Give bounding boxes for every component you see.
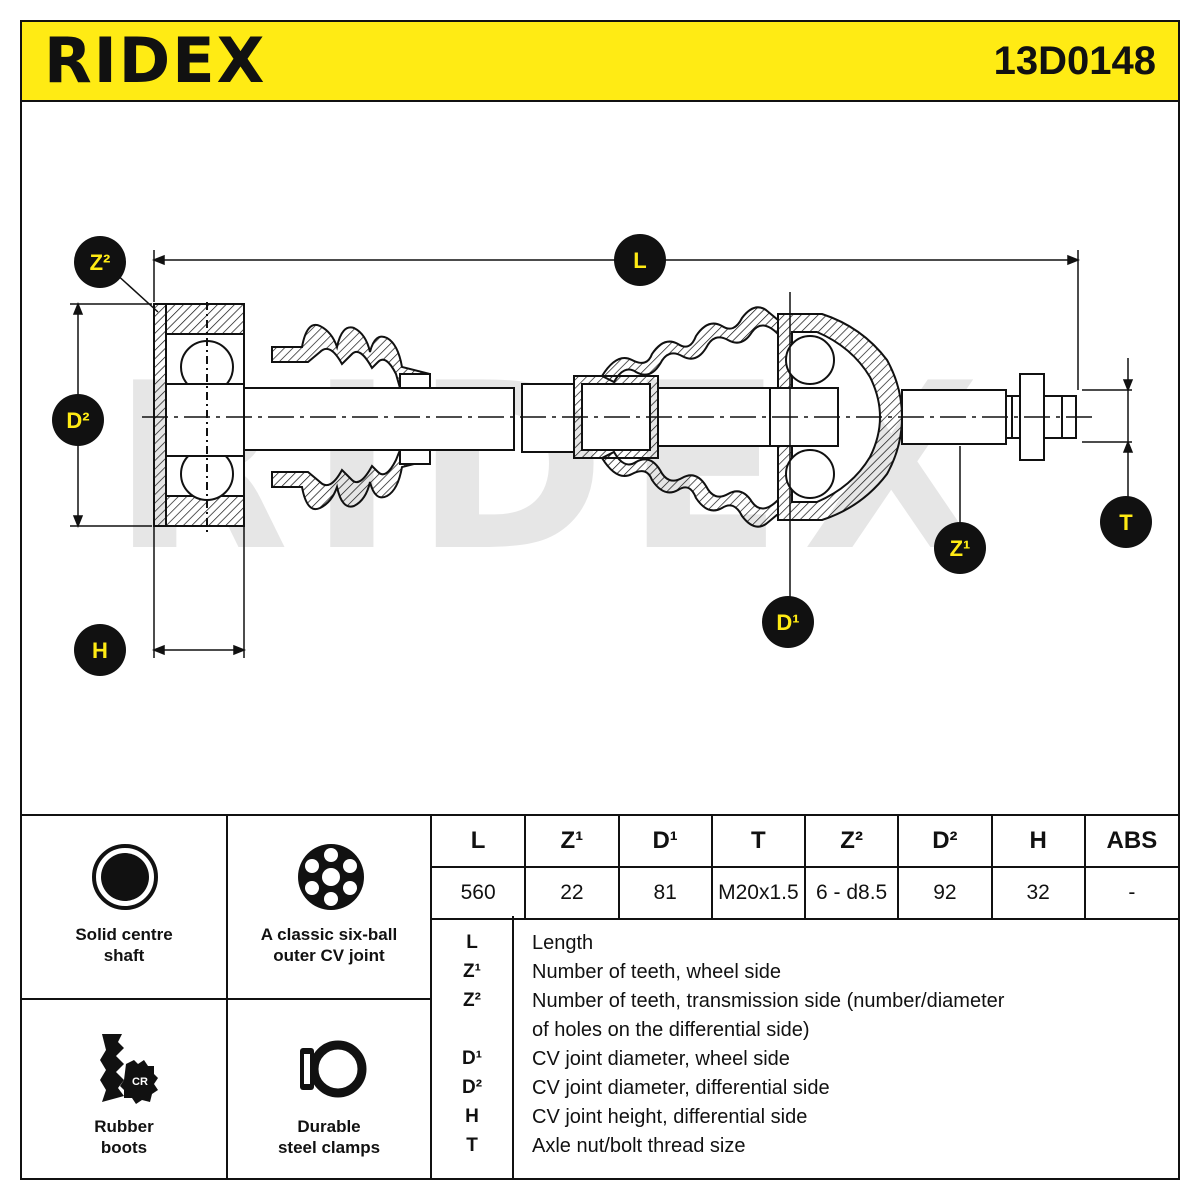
drive-shaft-diagram: RIDEX bbox=[52, 234, 1152, 676]
feature-label-2: boots bbox=[100, 1138, 148, 1157]
legend-key: T bbox=[466, 1135, 478, 1156]
spec-value: 32 bbox=[991, 867, 1086, 920]
feature-six-ball-joint: A classic six-ball outer CV joint bbox=[228, 816, 432, 1000]
product-sheet: RIDEX 13D0148 RIDEX bbox=[20, 20, 1180, 1180]
spec-header: T bbox=[711, 816, 807, 868]
callout-Z1: Z¹ bbox=[934, 522, 986, 574]
callout-L: L bbox=[614, 234, 666, 286]
callout-D2: D² bbox=[52, 394, 104, 446]
callout-D1: D¹ bbox=[762, 596, 814, 648]
legend-key-column bbox=[432, 916, 514, 1180]
outer-cv-joint bbox=[769, 292, 904, 614]
spec-header: D² bbox=[898, 816, 993, 868]
spec-value: M20x1.5 bbox=[711, 867, 807, 920]
legend-text: Length bbox=[532, 932, 594, 954]
legend: L Length Z¹ Number of teeth, wheel side … bbox=[432, 916, 1178, 1180]
feature-label-2: outer CV joint bbox=[273, 946, 385, 965]
spec-value: - bbox=[1084, 867, 1178, 920]
feature-label-1: Durable bbox=[297, 1117, 361, 1136]
cr-badge: CR bbox=[132, 1076, 148, 1088]
callout-H: H bbox=[74, 624, 126, 676]
part-number: 13D0148 bbox=[993, 39, 1156, 83]
inner-rubber-boot bbox=[271, 324, 431, 510]
callout-L-label: L bbox=[633, 248, 646, 273]
legend-text: of holes on the differential side) bbox=[532, 1019, 810, 1041]
legend-key: D² bbox=[461, 1077, 483, 1098]
legend-text: CV joint height, differential side bbox=[532, 1106, 808, 1128]
callout-D1-label: D¹ bbox=[776, 610, 799, 635]
spec-header: Z² bbox=[805, 816, 900, 868]
callout-D2-label: D² bbox=[66, 408, 89, 433]
legend-key: D¹ bbox=[461, 1048, 483, 1069]
spec-value: 560 bbox=[432, 867, 527, 920]
legend-text: Axle nut/bolt thread size bbox=[532, 1135, 746, 1157]
callout-Z2-label: Z² bbox=[90, 250, 111, 275]
legend-key: Z¹ bbox=[463, 961, 481, 982]
spec-header: L bbox=[432, 816, 527, 868]
clamp-icon bbox=[300, 1040, 367, 1098]
spec-value: 22 bbox=[525, 867, 620, 920]
callout-T-label: T bbox=[1119, 510, 1133, 535]
callout-Z1-label: Z¹ bbox=[950, 536, 971, 561]
specs-header-row: L Z¹ D¹ T Z² D² H ABS bbox=[432, 816, 1178, 868]
inner-cv-joint bbox=[153, 302, 245, 532]
callout-H-label: H bbox=[92, 638, 108, 663]
six-ball-joint-icon bbox=[298, 844, 364, 910]
legend-key: Z² bbox=[463, 990, 481, 1011]
rubber-boot-icon: CR bbox=[100, 1034, 158, 1104]
callout-T: T bbox=[1100, 496, 1152, 548]
info-section: Solid centre shaft A classic six-ball ou… bbox=[22, 814, 1178, 1180]
feature-label-1: A classic six-ball bbox=[260, 925, 398, 944]
callout-Z2: Z² bbox=[74, 236, 126, 288]
legend-text: Number of teeth, wheel side bbox=[532, 961, 782, 983]
legend-key: L bbox=[466, 932, 478, 953]
legend-text: Number of teeth, transmission side (numb… bbox=[532, 990, 1005, 1012]
spec-value: 92 bbox=[898, 867, 993, 920]
feature-solid-shaft: Solid centre shaft bbox=[22, 816, 228, 1000]
spec-header: D¹ bbox=[618, 816, 713, 868]
spec-header: Z¹ bbox=[525, 816, 620, 868]
specs-value-row: 560 22 81 M20x1.5 6 - d8.5 92 32 - bbox=[432, 867, 1178, 920]
centre-shaft bbox=[243, 375, 771, 459]
specs-table: L Z¹ D¹ T Z² D² H ABS 560 22 81 M20x1.5 … bbox=[432, 816, 1178, 920]
feature-label-1: Rubber bbox=[94, 1117, 154, 1136]
legend-text: CV joint diameter, wheel side bbox=[532, 1048, 790, 1070]
brand-logo: RIDEX bbox=[44, 24, 267, 97]
feature-label-2: steel clamps bbox=[277, 1138, 381, 1157]
feature-steel-clamps: Durable steel clamps bbox=[228, 1000, 432, 1180]
feature-label-2: shaft bbox=[103, 946, 145, 965]
spec-value: 6 - d8.5 bbox=[805, 867, 900, 920]
feature-rubber-boots: CR Rubber boots bbox=[22, 1000, 228, 1180]
header-bar: RIDEX 13D0148 bbox=[22, 22, 1178, 102]
spec-header: H bbox=[991, 816, 1086, 868]
legend-text: CV joint diameter, differential side bbox=[532, 1077, 830, 1099]
legend-key: H bbox=[465, 1106, 479, 1127]
feature-label-1: Solid centre bbox=[75, 925, 173, 944]
spec-value: 81 bbox=[618, 867, 713, 920]
spec-header: ABS bbox=[1084, 816, 1178, 868]
solid-shaft-icon bbox=[92, 844, 158, 910]
